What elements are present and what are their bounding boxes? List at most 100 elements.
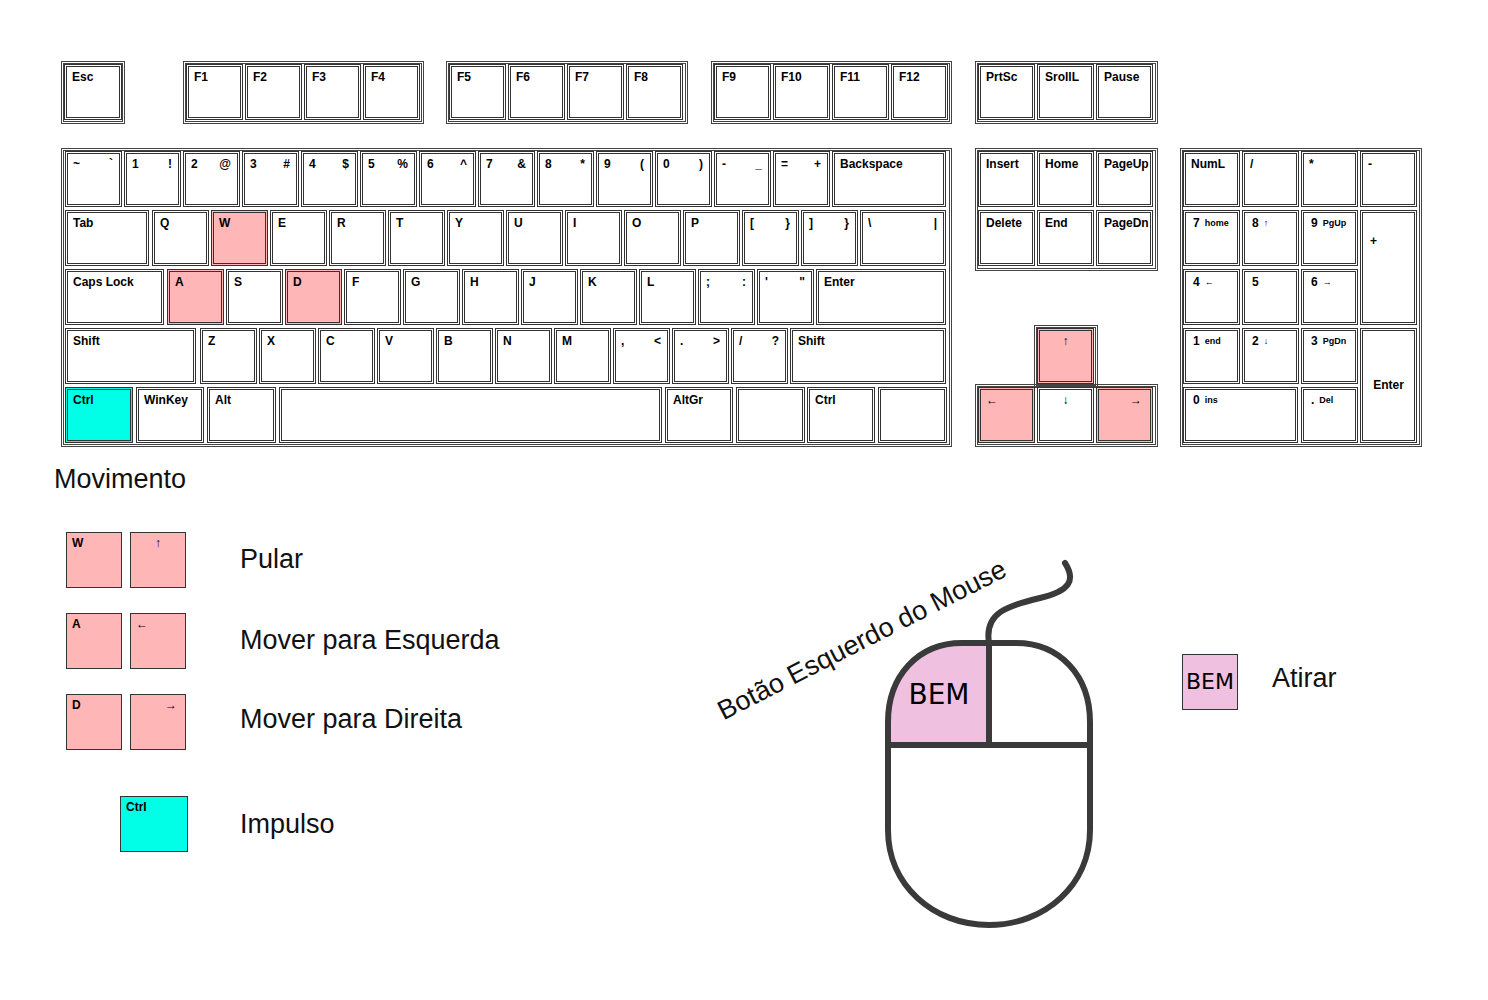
keyboard-key: M [554, 328, 611, 384]
key-label: I [573, 217, 576, 230]
key-label: 4 [1193, 276, 1200, 289]
key-label: Alt [215, 394, 231, 407]
key-label: $ [342, 158, 349, 171]
keyboard-key: 0ins [1183, 387, 1298, 443]
keyboard-key: + [1360, 210, 1417, 325]
keyboard-key: 2@ [183, 151, 240, 207]
keyboard-key: K [580, 269, 637, 325]
key-label: F10 [781, 71, 802, 84]
keyboard-key: '" [757, 269, 814, 325]
key-label: \ [868, 217, 871, 230]
key-label: * [1309, 158, 1314, 171]
key-label: ← [136, 618, 148, 631]
legend-key: Ctrl [120, 796, 188, 852]
key-label: 1 [1193, 335, 1200, 348]
key-label: M [562, 335, 572, 348]
keyboard-key: F8 [626, 64, 683, 120]
keyboard-key: Z [200, 328, 257, 384]
keyboard-key: L [639, 269, 696, 325]
key-label: 6 [427, 158, 434, 171]
key-label: * [580, 158, 585, 171]
key-label: Shift [798, 335, 825, 348]
key-label: Y [455, 217, 463, 230]
keyboard-key: WinKey [136, 387, 204, 443]
keyboard-key: X [259, 328, 316, 384]
key-label: > [713, 335, 720, 348]
keyboard-key: .> [672, 328, 729, 384]
key-label: Tab [73, 217, 93, 230]
keyboard-key: AltGr [665, 387, 733, 443]
key-label: # [283, 158, 290, 171]
key-label: Enter [824, 276, 855, 289]
keyboard-key: /? [731, 328, 788, 384]
keyboard-key: T [388, 210, 445, 266]
key-label: PgDn [1323, 337, 1347, 347]
keyboard-key: 1! [124, 151, 181, 207]
keyboard-key: ]} [801, 210, 858, 266]
key-label: Esc [72, 71, 93, 84]
key-label: ` [109, 158, 113, 171]
keyboard-key: N [495, 328, 552, 384]
keyboard-key: 6→ [1301, 269, 1358, 325]
key-label: F8 [634, 71, 648, 84]
key-label: C [326, 335, 335, 348]
key-label: ↓ [1063, 394, 1069, 407]
key-label: SrollL [1045, 71, 1079, 84]
key-label: ↑ [155, 537, 161, 550]
key-label: . [680, 335, 683, 348]
keyboard-key: F4 [363, 64, 420, 120]
keyboard-key: F [344, 269, 401, 325]
keyboard-key: C [318, 328, 375, 384]
key-label: L [647, 276, 654, 289]
keyboard-key: F1 [186, 64, 243, 120]
keyboard-key: - [1360, 151, 1417, 207]
keyboard-key: Esc [64, 64, 122, 120]
key-label: E [278, 217, 286, 230]
keyboard-key: Enter [816, 269, 946, 325]
key-label: → [165, 699, 177, 712]
key-label: . [1311, 394, 1314, 407]
keyboard-key: U [506, 210, 563, 266]
keyboard-key: F12 [891, 64, 948, 120]
key-label: F9 [722, 71, 736, 84]
key-label: Ctrl [815, 394, 836, 407]
key-label: | [934, 217, 937, 230]
key-label: F2 [253, 71, 267, 84]
keyboard-key: 1end [1183, 328, 1240, 384]
key-label: PageUp [1104, 158, 1149, 171]
key-label: 2 [1252, 335, 1259, 348]
key-label: ↑ [1264, 219, 1269, 229]
key-label: ← [1205, 278, 1214, 288]
key-label: V [385, 335, 393, 348]
key-label: F11 [840, 71, 860, 84]
keyboard-key: H [462, 269, 519, 325]
key-label: } [785, 217, 790, 230]
keyboard-key: Y [447, 210, 504, 266]
key-label: 8 [1252, 217, 1259, 230]
key-label: @ [219, 158, 231, 171]
key-label: ↓ [1264, 337, 1269, 347]
keyboard-key: Enter [1360, 328, 1417, 443]
key-label: PrtSc [986, 71, 1017, 84]
key-label: 9 [604, 158, 611, 171]
key-label: = [781, 158, 788, 171]
keyboard-key: D [285, 269, 342, 325]
key-label: ( [640, 158, 644, 171]
key-label: AltGr [673, 394, 703, 407]
key-label: Enter [1373, 379, 1404, 392]
keyboard-key: ,< [613, 328, 670, 384]
keyboard-key: 7& [478, 151, 535, 207]
key-label: F4 [371, 71, 385, 84]
key-label: ↑ [1063, 335, 1069, 348]
action-label: Mover para Esquerda [240, 624, 500, 656]
key-label: F3 [312, 71, 326, 84]
key-label: O [632, 217, 641, 230]
key-label: & [517, 158, 526, 171]
key-label: Delete [986, 217, 1022, 230]
key-label: 7 [486, 158, 493, 171]
key-label: Q [160, 217, 169, 230]
keyboard-key: SrollL [1037, 64, 1094, 120]
keyboard-key: Pause [1096, 64, 1153, 120]
key-label: Ctrl [126, 801, 147, 814]
